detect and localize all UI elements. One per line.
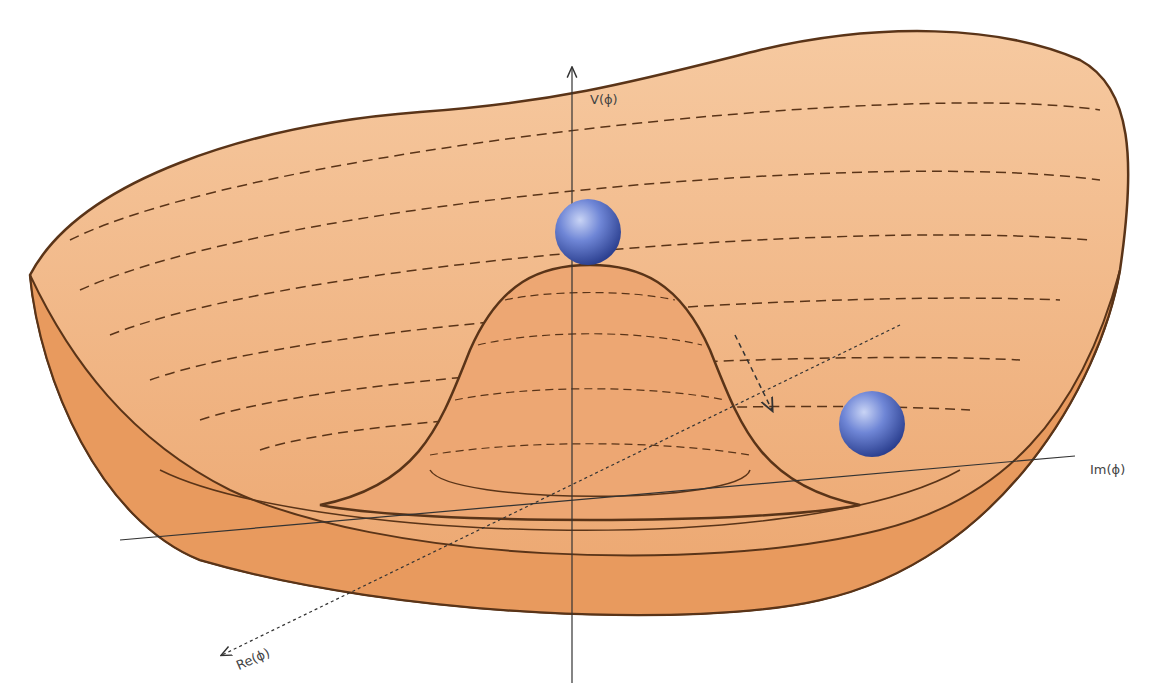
axis-label: V(ϕ) — [588, 92, 620, 107]
axis-label: Im(ϕ) — [1088, 462, 1127, 477]
axis-label: Re(ϕ) — [232, 644, 274, 674]
